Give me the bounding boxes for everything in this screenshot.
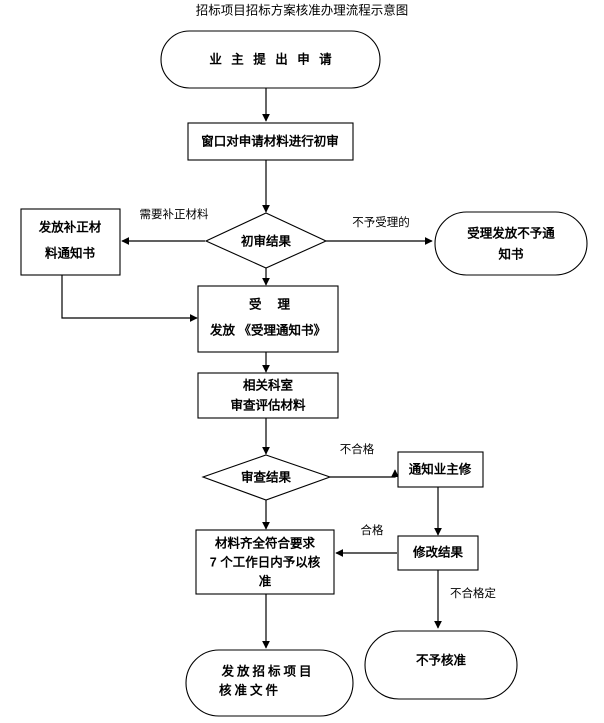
node-notify-owner-shape [397,451,484,488]
node-department-review-shape [197,372,339,419]
node-approve-label-line1: 材料齐全符合要求 [214,535,316,550]
node-accept-label-line2: 发放 《受理通知书》 [209,322,326,337]
node-reject-notice[interactable]: 受理发放不予通 知书 [434,211,588,276]
edge-label-qualified: 合格 [361,523,384,537]
node-revision-result-shape [397,535,479,571]
node-preliminary-review-label: 窗口对申请材料进行初审 [201,133,339,148]
node-accept-shape [197,285,339,353]
edge-label-need-correction: 需要补正材料 [140,207,209,221]
connector-correction-to-accept [61,275,198,322]
node-preliminary-review-shape [187,122,354,161]
edge-label-unqualified-final: 不合格定 [450,586,496,600]
node-first-decision-shape [204,212,328,269]
node-second-decision-label: 审查结果 [241,469,292,484]
edge-label-group: 需要补正材料 不予受理的 不合格 合格 不合格定 [140,207,497,600]
node-start[interactable]: 业 主 提 出 申 请 [160,30,381,89]
node-department-review-label-line1: 相关科室 [243,377,294,392]
node-issue-document-label-line1: 发放招标项目 [220,663,314,678]
node-start-shape [160,30,381,89]
edge-label-unqualified: 不合格 [340,442,375,456]
node-revision-result[interactable]: 修改结果 [397,535,479,571]
node-first-decision[interactable]: 初审结果 [204,212,328,269]
node-department-review-label-line2: 审查评估材料 [230,397,306,412]
node-not-approved[interactable]: 不予核准 [364,630,518,700]
node-not-approved-label: 不予核准 [416,652,467,667]
node-not-approved-shape [364,630,518,700]
page-title: 招标项目招标方案核准办理流程示意图 [196,2,409,17]
node-start-label: 业 主 提 出 申 请 [209,51,334,66]
node-first-decision-label: 初审结果 [241,233,292,248]
node-notify-owner-label: 通知业主修 [409,461,472,476]
node-correction-notice-shape [20,208,121,276]
node-correction-notice[interactable]: 发放补正材 料通知书 [20,208,121,276]
node-approve-label-line2: 7 个工作日内予以核 [210,554,321,569]
node-revision-result-label: 修改结果 [412,544,464,559]
node-approve-in-7days-shape [195,529,335,595]
connector-decision2-to-notify [330,469,399,478]
node-correction-notice-label-line1: 发放补正材 [38,219,102,234]
node-approve-label-line3: 准 [259,573,272,588]
node-second-decision[interactable]: 审查结果 [201,454,332,501]
node-accept[interactable]: 受 理 发放 《受理通知书》 [197,285,339,353]
node-preliminary-review[interactable]: 窗口对申请材料进行初审 [187,122,354,161]
node-notify-owner[interactable]: 通知业主修 [397,451,484,488]
node-issue-document[interactable]: 发放招标项目 核准文件 [185,649,354,717]
edge-label-not-accepted: 不予受理的 [352,215,410,229]
node-second-decision-shape [201,454,332,501]
node-accept-label-line1: 受 理 [249,296,293,311]
node-reject-notice-label-line1: 受理发放不予通 [467,225,555,240]
node-correction-notice-label-line2: 料通知书 [45,245,96,260]
node-department-review[interactable]: 相关科室 审查评估材料 [197,372,339,419]
connector-group [61,88,442,649]
node-reject-notice-shape [434,211,588,276]
node-reject-notice-label-line2: 知书 [497,246,524,261]
node-issue-document-shape [185,649,354,717]
node-issue-document-label-line2: 核准文件 [219,682,281,697]
node-approve-in-7days[interactable]: 材料齐全符合要求 7 个工作日内予以核 准 [195,529,335,595]
